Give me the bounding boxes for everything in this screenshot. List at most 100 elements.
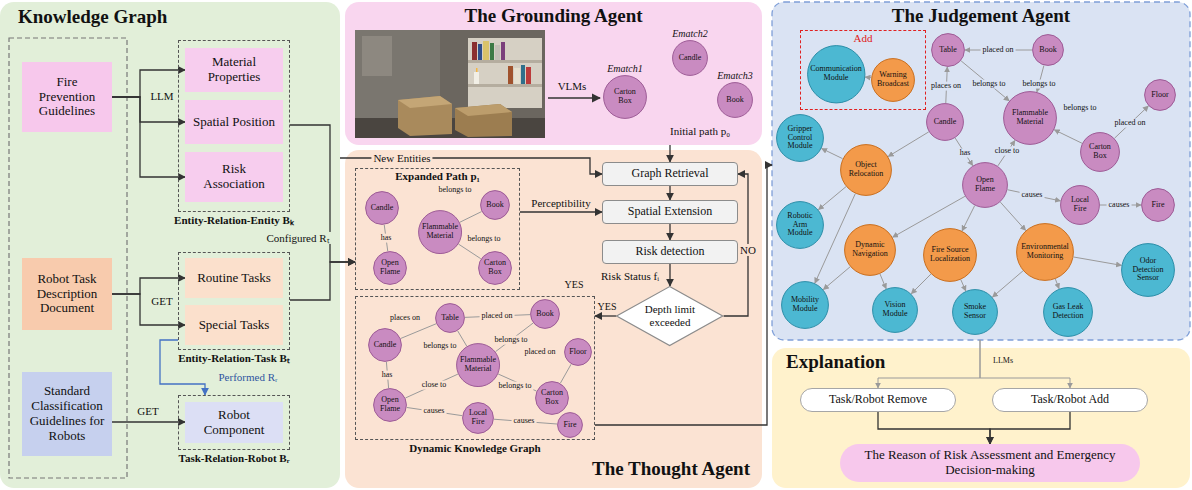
- circle-shape: [558, 413, 583, 438]
- connector: [405, 374, 457, 398]
- connector: [961, 280, 966, 291]
- node-label: Flammable Material: [421, 223, 458, 241]
- entity-circle: Flammable Material: [456, 343, 500, 387]
- match-label: Ematch3: [717, 70, 753, 81]
- connector: [290, 262, 355, 300]
- circle-shape: [436, 304, 465, 333]
- edge-label: GET: [135, 405, 160, 417]
- reason-box: The Reason of Risk Assessment and Emerge…: [840, 444, 1140, 482]
- entity-circle: Open Flame: [373, 388, 407, 422]
- edge-label: belongs to: [496, 382, 533, 391]
- node-label: Smoke Sensor: [956, 303, 994, 321]
- node-label: Spatial Extension: [628, 205, 712, 219]
- task-circle: Object Relocation: [840, 144, 892, 196]
- knowledge-box: Spatial Position: [185, 100, 283, 144]
- node-label: Carton Box: [538, 389, 566, 407]
- entity-circle: Floor: [564, 338, 592, 366]
- panel-title: Knowledge Graph: [18, 6, 167, 28]
- edge-label: YES: [596, 301, 619, 312]
- node-label: Flammable Material: [1008, 109, 1052, 127]
- circle-shape: [807, 45, 864, 102]
- entity-circle: Open Flame: [962, 162, 1008, 208]
- connector: [112, 421, 185, 422]
- edge-label: has: [379, 234, 394, 243]
- node-label: Local Fire: [1064, 196, 1097, 214]
- edge-label: causes: [1107, 201, 1132, 210]
- node-label: Task/Robot Add: [1031, 393, 1109, 407]
- node-label: Risk Association: [191, 162, 277, 192]
- entity-circle: Flammable Material: [418, 210, 462, 254]
- panel-title: The Grounding Agent: [345, 5, 762, 27]
- edge-label: causes: [512, 417, 537, 426]
- node-label: The Reason of Risk Assessment and Emerge…: [852, 448, 1128, 478]
- connector: [992, 271, 1023, 297]
- entity-circle: Open Flame: [373, 251, 407, 285]
- edge-label: close to: [993, 147, 1022, 156]
- edge-label: NO: [738, 244, 758, 256]
- connector: [112, 97, 185, 177]
- node-label: Carton Box: [1084, 143, 1117, 161]
- edge-label: placed on: [981, 46, 1016, 55]
- entity-circle: Ematch2Candle: [672, 40, 708, 76]
- circle-shape: [673, 41, 708, 76]
- node-label: Carton Box: [607, 88, 643, 106]
- group-label: Task-Relation-Robot Bᵣ: [179, 452, 290, 465]
- module-circle: Gripper Control Module: [776, 114, 824, 162]
- panel-title: The Judgement Agent: [772, 5, 1190, 27]
- panel-title: Explanation: [786, 351, 885, 373]
- circle-shape: [463, 403, 494, 434]
- circle-shape: [1033, 35, 1064, 66]
- node-label: Floor: [567, 348, 590, 357]
- circle-shape: [374, 252, 407, 285]
- entity-circle: Fire: [557, 412, 583, 438]
- node-label: Robotic Arm Module: [780, 212, 819, 238]
- entity-circle: Candle: [926, 103, 964, 141]
- edge-label: belongs to: [970, 80, 1007, 89]
- circle-shape: [1142, 189, 1175, 222]
- node-label: Gas Leak Detection: [1048, 303, 1089, 321]
- node-label: Fire: [559, 421, 580, 430]
- node-label: Depth limit exceeded: [639, 303, 701, 328]
- node-label: Environmental Monitoring: [1021, 243, 1069, 261]
- node-label: Book: [720, 96, 750, 105]
- entity-circle: Carton Box: [478, 251, 512, 285]
- group-label: Dynamic Knowledge Graph: [409, 442, 540, 455]
- source-document: Standard Classification Guidelines for R…: [22, 372, 112, 456]
- connector: [818, 187, 846, 210]
- match-label: Ematch2: [672, 28, 708, 39]
- circle-shape: [374, 389, 407, 422]
- circle-shape: [531, 300, 560, 329]
- process-box: Spatial Extension: [602, 200, 738, 224]
- node-label: Table: [934, 46, 962, 55]
- connector: [880, 274, 886, 289]
- entity-circle: Fire: [1141, 188, 1175, 222]
- node-label: Table: [438, 314, 463, 323]
- edge-label: New Entities: [371, 152, 432, 164]
- node-label: Mobility Module: [785, 296, 824, 314]
- edge-label: LLM: [148, 90, 175, 102]
- entity-circle: Candle: [368, 328, 402, 362]
- connector: [669, 186, 670, 200]
- entity-circle: Table: [931, 33, 965, 67]
- edge-label: Risk Status fᵢ: [599, 270, 661, 282]
- connector: [595, 315, 616, 316]
- connector: [990, 412, 1070, 444]
- result-box: Task/Robot Remove: [800, 388, 956, 412]
- node-label: Local Fire: [465, 409, 491, 427]
- agent-panel: ExplanationTask/Robot Remove Task/Robot A…: [772, 348, 1190, 488]
- circle-shape: [924, 229, 977, 282]
- entity-circle: Ematch3Book: [717, 82, 753, 118]
- circle-shape: [1061, 186, 1100, 225]
- module-circle: Gas Leak Detection: [1043, 287, 1093, 337]
- node-label: Flammable Material: [459, 356, 496, 374]
- connector: [1008, 190, 1061, 201]
- connector: [520, 211, 602, 212]
- connector: [460, 212, 482, 223]
- node-label: Robot Task Description Document: [28, 272, 106, 317]
- knowledge-box: Risk Association: [185, 152, 283, 202]
- edge-label: Perceptibility: [529, 197, 592, 209]
- circle-shape: [718, 83, 753, 118]
- node-label: Task/Robot Remove: [829, 393, 927, 407]
- group-frame: Entity-Relation-Entity BₖMaterial Proper…: [178, 40, 290, 212]
